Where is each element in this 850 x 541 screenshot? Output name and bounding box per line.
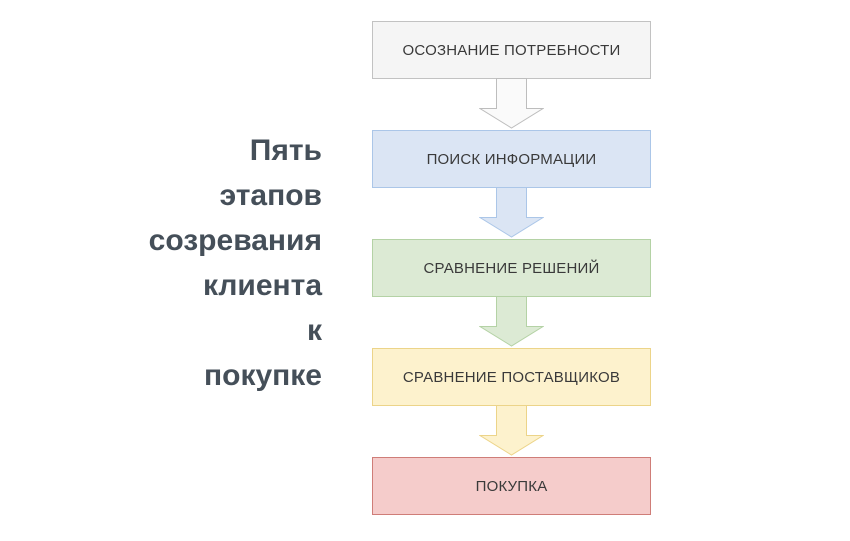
flow-arrow-2 [372, 187, 651, 239]
flow-arrow-1 [372, 78, 651, 130]
stage-5-purchase: ПОКУПКА [372, 457, 651, 515]
diagram-title: Пять этапов созревания клиента к покупке [149, 128, 322, 398]
stage-label: СРАВНЕНИЕ РЕШЕНИЙ [423, 259, 600, 277]
stage-label: ОСОЗНАНИЕ ПОТРЕБНОСТИ [402, 41, 621, 59]
stage-2-information-search: ПОИСК ИНФОРМАЦИИ [372, 130, 651, 188]
stage-4-vendor-comparison: СРАВНЕНИЕ ПОСТАВЩИКОВ [372, 348, 651, 406]
down-arrow-icon [479, 78, 544, 129]
stage-label: СРАВНЕНИЕ ПОСТАВЩИКОВ [402, 368, 621, 386]
title-line: Пять [249, 134, 322, 167]
down-arrow-icon [479, 405, 544, 456]
title-line: этапов [219, 179, 322, 212]
down-arrow-icon [479, 296, 544, 347]
stage-1-need-recognition: ОСОЗНАНИЕ ПОТРЕБНОСТИ [372, 21, 651, 79]
stage-3-solution-comparison: СРАВНЕНИЕ РЕШЕНИЙ [372, 239, 651, 297]
stage-label: ПОКУПКА [475, 477, 548, 495]
title-line: клиента [202, 269, 322, 302]
flow-arrow-4 [372, 405, 651, 457]
title-line: к [306, 314, 322, 347]
stage-label: ПОИСК ИНФОРМАЦИИ [426, 150, 597, 168]
flow-column: ОСОЗНАНИЕ ПОТРЕБНОСТИ ПОИСК ИНФОРМАЦИИ С… [372, 21, 651, 515]
title-line: созревания [148, 224, 322, 257]
flow-arrow-3 [372, 296, 651, 348]
down-arrow-icon [479, 187, 544, 238]
title-line: покупке [204, 359, 322, 392]
